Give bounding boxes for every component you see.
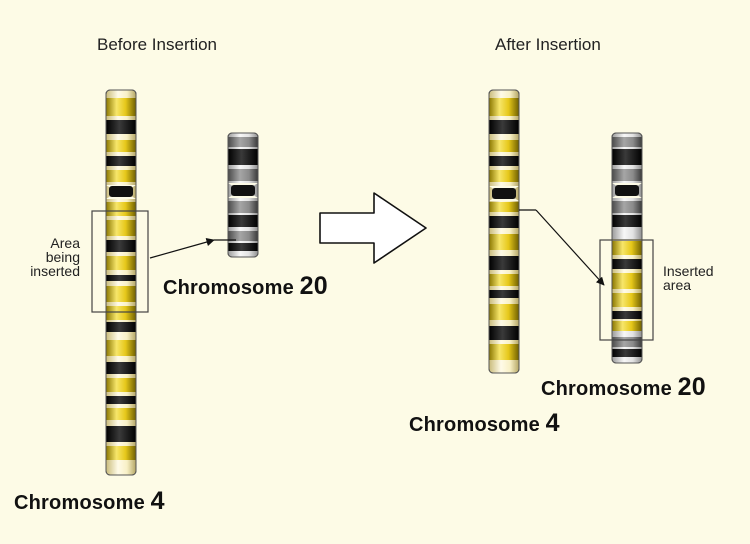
chromosome-4-after-name: Chromosome bbox=[409, 414, 540, 436]
chromosome-20-before-label: Chromosome 20 bbox=[163, 272, 328, 301]
chromosome-20-after-number: 20 bbox=[677, 373, 706, 401]
chromosome-20-after-name: Chromosome bbox=[541, 378, 672, 400]
chromosome-20-before-number: 20 bbox=[299, 272, 328, 300]
chromosome-4-before-label: Chromosome 4 bbox=[14, 487, 165, 516]
chromosome-4-after bbox=[488, 89, 520, 374]
area-being-inserted-box bbox=[91, 210, 149, 313]
chromosome-4-before bbox=[105, 89, 137, 476]
area-being-inserted-label: Area being inserted bbox=[30, 235, 80, 279]
chromosome-20-after bbox=[611, 132, 643, 364]
before-insertion-heading: Before Insertion bbox=[97, 35, 218, 54]
inserted-area-box bbox=[599, 239, 654, 341]
chromosome-4-after-label: Chromosome 4 bbox=[409, 409, 560, 438]
inserted-area-label: Inserted area bbox=[663, 263, 714, 293]
chromosome-4-before-name: Chromosome bbox=[14, 492, 145, 514]
chromosome-20-before-name: Chromosome bbox=[163, 277, 294, 299]
transition-arrow bbox=[319, 192, 427, 264]
after-insertion-heading: After Insertion bbox=[495, 35, 601, 54]
chromosome-20-after-label: Chromosome 20 bbox=[541, 373, 706, 402]
chromosome-4-after-number: 4 bbox=[545, 409, 560, 437]
chromosome-4-before-number: 4 bbox=[150, 487, 165, 515]
chromosome-20-before bbox=[227, 132, 259, 258]
insertion-arrow-before bbox=[149, 238, 215, 259]
insertion-arrow-after bbox=[535, 209, 605, 286]
